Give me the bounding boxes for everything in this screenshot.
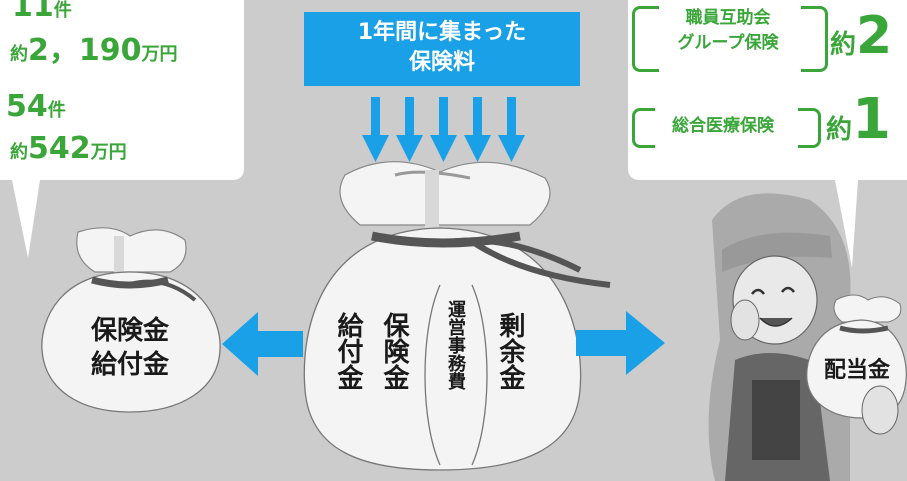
row1-money-unit: 万円 (141, 44, 178, 65)
down-arrow-icon (464, 97, 491, 162)
left-arrow-icon (222, 312, 303, 376)
left-bubble-row1-count: 11件 (12, 0, 72, 22)
premium-box: 1年間に集まった 保険料 (304, 18, 580, 78)
left-bubble-row1-amount: 約2，190万円 (10, 36, 178, 66)
right-bubble-item1-amount: 約2 (830, 10, 892, 62)
left-speech-bubble (0, 0, 244, 258)
row2-unit: 件 (47, 100, 66, 121)
item1-line2: グループ保険 (677, 33, 779, 53)
premium-box-bg (304, 12, 580, 86)
bracket-open-1 (632, 6, 659, 72)
item1-approx: 約 (830, 30, 857, 60)
small-bag-line2: 給付金 (90, 350, 169, 380)
right-speech-bubble (628, 0, 907, 268)
item1-line1: 職員互助会 (685, 8, 771, 28)
row2-amount: 542 (28, 131, 91, 166)
item1-amount: 2 (856, 6, 893, 66)
small-bag-line1: 保険金 (90, 316, 169, 346)
right-bubble-item1-label: 職員互助会 グループ保険 (650, 6, 806, 56)
left-bubble-row2-count: 54件 (6, 92, 66, 122)
item2-amount: 1 (852, 87, 891, 152)
down-arrow-icon (430, 97, 457, 162)
big-money-bag-icon (303, 161, 611, 471)
down-arrow-icon (362, 97, 389, 162)
row1-unit: 件 (53, 0, 72, 21)
row2-money-unit: 万円 (90, 142, 127, 163)
big-bag-col-admin: 運営事務費 (445, 300, 466, 390)
item2-label: 総合医療保険 (672, 116, 774, 136)
bracket-open-2 (632, 108, 655, 148)
premium-box-line2: 保険料 (408, 50, 475, 75)
left-bubble-row2-amount: 約542万円 (10, 134, 127, 164)
right-arrow-icon (576, 311, 665, 375)
small-bag-label: 保険金 給付金 (50, 314, 210, 382)
big-bag-col-insurance: 保険金 (379, 312, 409, 390)
woman-character-illustration (708, 193, 907, 481)
small-money-bag-icon (41, 227, 221, 413)
down-arrow-icon (498, 97, 525, 162)
down-arrow-icon (396, 97, 423, 162)
bracket-close-1 (801, 6, 828, 72)
right-bubble-item2-amount: 約1 (826, 92, 891, 148)
row1-approx: 約 (10, 44, 28, 65)
big-bag-col-surplus: 剰余金 (495, 312, 525, 390)
dividend-bag-label: 配当金 (823, 358, 890, 383)
row1-count: 11 (12, 0, 54, 24)
item2-approx: 約 (826, 115, 853, 145)
row2-approx: 約 (10, 142, 28, 163)
bracket-close-2 (798, 108, 821, 148)
row2-count: 54 (6, 89, 48, 124)
big-bag-col-benefits: 給付金 (333, 312, 363, 390)
premium-box-line1: 1年間に集まった (357, 20, 527, 45)
premium-arrows (362, 97, 525, 162)
row1-amount: 2，190 (28, 33, 142, 68)
